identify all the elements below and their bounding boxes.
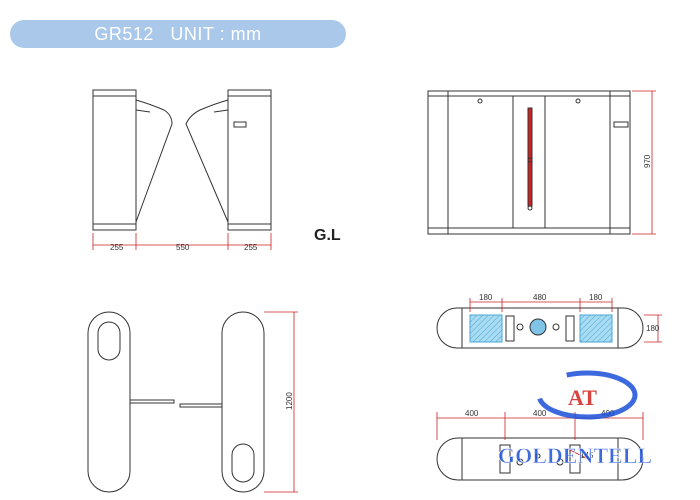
side-view <box>427 90 631 235</box>
base-upper-dim-side: 180 <box>646 324 660 333</box>
base-upper-outline <box>436 307 644 349</box>
base-lower-outline <box>436 437 644 481</box>
watermark-brand: GOLDENTELL <box>498 443 652 468</box>
left-cabinet <box>92 89 137 231</box>
base-lower-dim-small: 145 <box>580 451 594 460</box>
base-upper-dim-middle: 480 <box>533 293 547 302</box>
base-plan-lower <box>436 437 644 481</box>
goldentell-watermark: AT GOLDENTELL <box>498 370 652 468</box>
side-cabinet-outline <box>427 90 631 235</box>
top-left-flap <box>129 399 175 404</box>
base-upper-center-hole <box>529 318 547 336</box>
base-lower-dim-middle: 400 <box>533 409 547 418</box>
base-upper-left-glass <box>469 314 503 343</box>
right-flap-wing <box>185 99 229 223</box>
base-upper-dim-left: 180 <box>479 293 493 302</box>
side-dim-height: 970 <box>643 154 652 168</box>
front-dim-middle: 550 <box>176 243 190 252</box>
base-upper-right-glass <box>579 314 613 343</box>
top-left-cabinet <box>87 311 131 493</box>
ground-level-label: G.L <box>314 227 341 244</box>
base-upper-dimensions <box>469 298 662 343</box>
left-flap-wing <box>135 99 173 223</box>
base-plan-upper <box>436 307 644 349</box>
base-lower-dim-left: 400 <box>465 409 479 418</box>
model-unit-banner: GR512 UNIT : mm <box>10 20 346 48</box>
front-dim-right: 255 <box>244 243 258 252</box>
top-right-window <box>231 443 255 483</box>
front-view <box>92 89 272 231</box>
right-cabinet <box>227 89 272 231</box>
top-dim-height: 1200 <box>285 392 294 410</box>
front-dim-left: 255 <box>110 243 124 252</box>
top-dimensions <box>264 311 298 493</box>
side-reader-slot <box>613 121 629 128</box>
side-indicator-strip <box>527 107 533 207</box>
watermark-logo-letters: AT <box>568 385 597 410</box>
watermark-swoosh-icon <box>536 370 638 420</box>
card-reader-slot <box>233 121 247 128</box>
top-right-cabinet <box>221 311 265 493</box>
front-dimensions <box>92 233 272 250</box>
side-dimensions <box>632 90 656 235</box>
top-left-window <box>97 321 121 361</box>
top-right-flap <box>179 403 223 408</box>
top-view <box>87 311 265 493</box>
base-upper-dim-right: 180 <box>589 293 603 302</box>
